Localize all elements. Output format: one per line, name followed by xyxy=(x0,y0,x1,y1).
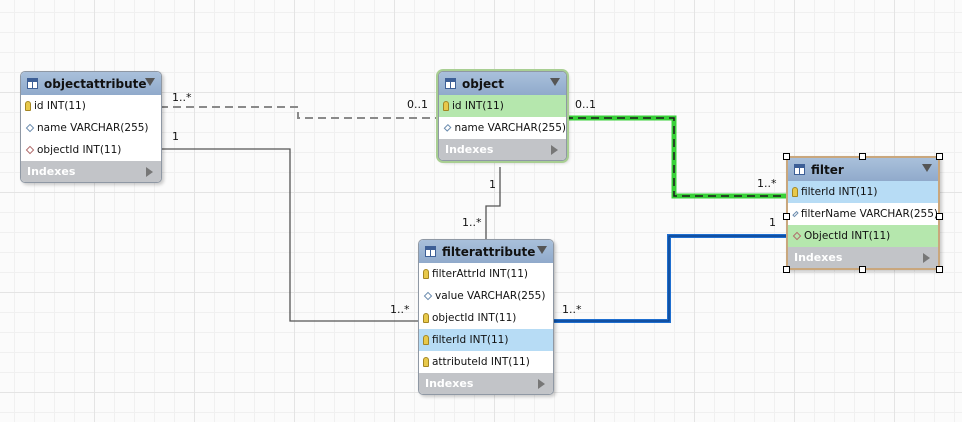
resize-handle[interactable] xyxy=(936,153,943,160)
column-row[interactable]: name VARCHAR(255) xyxy=(439,117,566,139)
attribute-diamond-icon xyxy=(443,123,452,133)
indexes-bar[interactable]: Indexes xyxy=(419,373,553,394)
resize-handle[interactable] xyxy=(936,213,943,220)
indexes-label: Indexes xyxy=(794,251,843,264)
column-row[interactable]: objectId INT(11) xyxy=(419,307,553,329)
card-oa-fa-to: 1..* xyxy=(390,303,410,316)
table-header[interactable]: filter xyxy=(788,158,938,181)
rel-objectattribute-object xyxy=(160,106,438,119)
column-row[interactable]: attributeId INT(11) xyxy=(419,351,553,373)
column-label: objectId INT(11) xyxy=(432,312,517,324)
expand-arrow-icon[interactable] xyxy=(538,379,545,389)
column-label: id INT(11) xyxy=(452,100,504,112)
indexes-label: Indexes xyxy=(425,377,474,390)
indexes-bar[interactable]: Indexes xyxy=(788,247,938,268)
table-filterattribute[interactable]: filterattribute filterAttrId INT(11) val… xyxy=(418,239,554,395)
rel-object-filter-glow xyxy=(565,115,786,199)
card-oa-object-from: 1..* xyxy=(172,91,192,104)
resize-handle[interactable] xyxy=(936,266,943,273)
resize-handle[interactable] xyxy=(859,153,866,160)
column-row[interactable]: name VARCHAR(255) xyxy=(21,117,161,139)
column-row[interactable]: id INT(11) xyxy=(21,95,161,117)
table-name: filterattribute xyxy=(442,244,536,259)
indexes-label: Indexes xyxy=(27,165,76,178)
rel-object-filter xyxy=(565,117,786,197)
collapse-arrow-icon[interactable] xyxy=(537,246,547,254)
foreign-key-diamond-icon xyxy=(25,145,35,155)
table-icon xyxy=(794,164,805,175)
primary-key-icon xyxy=(792,187,798,197)
resize-handle[interactable] xyxy=(859,266,866,273)
attribute-diamond-icon xyxy=(423,291,433,301)
column-label: objectId INT(11) xyxy=(37,144,122,156)
column-label: filterId INT(11) xyxy=(801,186,878,198)
table-name: objectattribute xyxy=(44,76,147,91)
column-row[interactable]: value VARCHAR(255) xyxy=(419,285,553,307)
resize-handle[interactable] xyxy=(783,266,790,273)
primary-key-icon xyxy=(25,101,31,111)
column-row[interactable]: id INT(11) xyxy=(439,95,566,117)
column-label: value VARCHAR(255) xyxy=(435,290,546,302)
column-label: name VARCHAR(255) xyxy=(37,122,149,134)
rel-object-filterattribute xyxy=(485,167,501,239)
column-label: filterAttrId INT(11) xyxy=(432,268,528,280)
card-object-fa-from: 1 xyxy=(489,178,496,191)
table-header[interactable]: objectattribute xyxy=(21,72,161,95)
primary-key-icon xyxy=(423,313,429,323)
column-row[interactable]: filterName VARCHAR(255) xyxy=(788,203,938,225)
table-header[interactable]: object xyxy=(439,72,566,95)
card-filter-fa-to: 1..* xyxy=(562,303,582,316)
table-name: filter xyxy=(811,162,844,177)
column-row[interactable]: filterId INT(11) xyxy=(788,181,938,203)
rel-filter-filterattribute xyxy=(552,235,786,322)
table-icon xyxy=(425,246,436,257)
indexes-label: Indexes xyxy=(445,143,494,156)
card-object-filter-to: 1..* xyxy=(757,177,777,190)
column-label: filterName VARCHAR(255) xyxy=(800,208,938,220)
column-label: filterId INT(11) xyxy=(432,334,509,346)
column-label: ObjectId INT(11) xyxy=(804,230,891,242)
primary-key-icon xyxy=(423,357,429,367)
attribute-diamond-icon xyxy=(792,210,799,218)
card-filter-fa-from: 1 xyxy=(769,216,776,229)
column-row[interactable]: filterAttrId INT(11) xyxy=(419,263,553,285)
attribute-diamond-icon xyxy=(25,123,35,133)
expand-arrow-icon[interactable] xyxy=(923,253,930,263)
card-object-fa-to: 1..* xyxy=(462,216,482,229)
card-oa-fa-from: 1 xyxy=(172,130,179,143)
column-row[interactable]: ObjectId INT(11) xyxy=(788,225,938,247)
expand-arrow-icon[interactable] xyxy=(146,167,153,177)
table-icon xyxy=(445,78,456,89)
foreign-key-diamond-icon xyxy=(792,231,802,241)
table-object[interactable]: object id INT(11) name VARCHAR(255) Inde… xyxy=(438,71,567,161)
table-objectattribute[interactable]: objectattribute id INT(11) name VARCHAR(… xyxy=(20,71,162,183)
resize-handle[interactable] xyxy=(783,213,790,220)
primary-key-icon xyxy=(443,101,449,111)
collapse-arrow-icon[interactable] xyxy=(922,164,932,172)
column-label: name VARCHAR(255) xyxy=(454,122,566,134)
indexes-bar[interactable]: Indexes xyxy=(21,161,161,182)
resize-handle[interactable] xyxy=(783,153,790,160)
card-oa-object-to: 0..1 xyxy=(407,98,428,111)
card-object-filter-from: 0..1 xyxy=(575,98,596,111)
collapse-arrow-icon[interactable] xyxy=(550,78,560,86)
expand-arrow-icon[interactable] xyxy=(551,145,558,155)
table-name: object xyxy=(462,76,504,91)
collapse-arrow-icon[interactable] xyxy=(145,78,155,86)
table-header[interactable]: filterattribute xyxy=(419,240,553,263)
table-icon xyxy=(27,78,38,89)
rel-objectattribute-filterattribute xyxy=(160,148,418,322)
column-label: attributeId INT(11) xyxy=(432,356,530,368)
indexes-bar[interactable]: Indexes xyxy=(439,139,566,160)
primary-key-icon xyxy=(423,335,429,345)
column-row[interactable]: objectId INT(11) xyxy=(21,139,161,161)
column-row[interactable]: filterId INT(11) xyxy=(419,329,553,351)
column-label: id INT(11) xyxy=(34,100,86,112)
table-filter[interactable]: filter filterId INT(11) filterName VARCH… xyxy=(783,153,943,273)
primary-key-icon xyxy=(423,269,429,279)
